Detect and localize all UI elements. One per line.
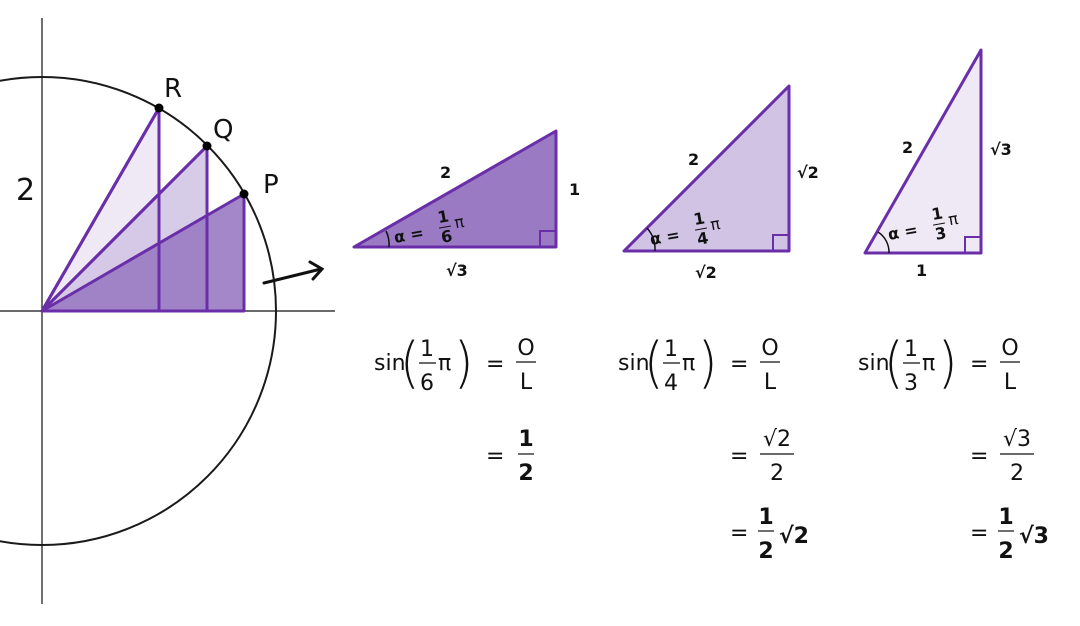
svg-text:2: 2 [1010, 461, 1024, 486]
svg-text:sin: sin [618, 351, 650, 376]
adjacent-label: √2 [695, 263, 717, 282]
svg-text:sin: sin [374, 351, 406, 376]
angle-label: α = 1 3 π [886, 203, 960, 244]
svg-text:=: = [970, 444, 988, 469]
hypotenuse-label: 2 [902, 138, 913, 157]
svg-text:1: 1 [436, 206, 450, 227]
svg-text:=: = [970, 352, 988, 377]
point-r [154, 103, 164, 113]
svg-text:): ) [938, 331, 958, 395]
svg-text:(: ( [644, 331, 664, 395]
radius-label: 2 [16, 173, 35, 208]
triangle-pi-3: 2 √3 1 α = 1 3 π [863, 48, 1012, 280]
svg-text:O: O [1001, 336, 1018, 361]
svg-text:1: 1 [904, 337, 918, 362]
opposite-label: √2 [797, 163, 819, 182]
svg-text:=: = [486, 444, 504, 469]
svg-text:√3: √3 [1003, 427, 1031, 452]
hypotenuse-label: 2 [440, 163, 451, 182]
triangle-pi-6: 2 1 √3 α = 1 6 π [352, 129, 580, 280]
svg-text:=: = [730, 352, 748, 377]
point-p [239, 189, 249, 199]
svg-text:π: π [947, 209, 960, 229]
svg-text:1: 1 [692, 208, 706, 229]
svg-text:6: 6 [420, 371, 434, 396]
hypotenuse-label: 2 [688, 150, 699, 169]
arrow-icon [262, 260, 325, 285]
svg-text:3: 3 [904, 371, 918, 396]
svg-text:α =: α = [648, 225, 681, 249]
svg-text:α =: α = [392, 223, 425, 247]
adjacent-label: √3 [446, 261, 468, 280]
point-q [202, 141, 212, 151]
label-q: Q [213, 115, 233, 145]
equation-pi-3: sin ( 1 3 π ) = O L = √3 2 = 1 2 √3 [858, 331, 1049, 564]
svg-text:2: 2 [518, 461, 533, 486]
svg-text:=: = [730, 444, 748, 469]
svg-text:): ) [454, 331, 474, 395]
svg-text:6: 6 [440, 226, 454, 247]
svg-text:1: 1 [518, 427, 533, 452]
svg-text:(: ( [400, 331, 420, 395]
adjacent-label: 1 [916, 261, 927, 280]
svg-text:2: 2 [998, 539, 1013, 564]
svg-text:O: O [517, 336, 534, 361]
svg-text:π: π [709, 214, 722, 234]
opposite-label: 1 [569, 180, 580, 199]
opposite-label: √3 [990, 140, 1012, 159]
svg-text:π: π [438, 351, 451, 376]
svg-text:1: 1 [930, 203, 944, 224]
triangle-pi-4: 2 √2 √2 α = 1 4 π [622, 84, 819, 282]
triangle-p [40, 192, 246, 313]
circle [0, 76, 277, 546]
svg-text:1: 1 [758, 505, 773, 530]
label-r: R [164, 74, 182, 104]
svg-text:π: π [453, 212, 466, 232]
svg-text:(: ( [884, 331, 904, 395]
svg-text:=: = [970, 521, 988, 546]
angle-label: α = 1 4 π [648, 208, 722, 249]
svg-text:=: = [486, 352, 504, 377]
svg-text:1: 1 [664, 337, 678, 362]
svg-text:4: 4 [696, 228, 710, 249]
svg-text:1: 1 [420, 337, 434, 362]
svg-text:1: 1 [998, 505, 1013, 530]
svg-text:L: L [1004, 370, 1017, 395]
svg-text:α =: α = [886, 220, 919, 244]
equation-pi-4: sin ( 1 4 π ) = O L = √2 2 = 1 2 √2 [618, 331, 809, 564]
label-p: P [263, 170, 279, 200]
svg-text:2: 2 [758, 539, 773, 564]
svg-text:3: 3 [934, 223, 948, 244]
svg-text:L: L [520, 370, 533, 395]
equation-pi-6: sin ( 1 6 π ) = O L = 1 2 [374, 331, 536, 486]
svg-text:2: 2 [770, 461, 784, 486]
svg-text:L: L [764, 370, 777, 395]
svg-text:4: 4 [664, 371, 678, 396]
svg-text:√2: √2 [779, 524, 809, 549]
svg-text:=: = [730, 521, 748, 546]
svg-text:O: O [761, 336, 778, 361]
svg-text:π: π [682, 351, 695, 376]
svg-text:√2: √2 [763, 427, 791, 452]
svg-text:√3: √3 [1019, 524, 1049, 549]
svg-text:π: π [922, 351, 935, 376]
svg-text:sin: sin [858, 351, 890, 376]
angle-label: α = 1 6 π [392, 206, 466, 247]
svg-text:): ) [698, 331, 718, 395]
